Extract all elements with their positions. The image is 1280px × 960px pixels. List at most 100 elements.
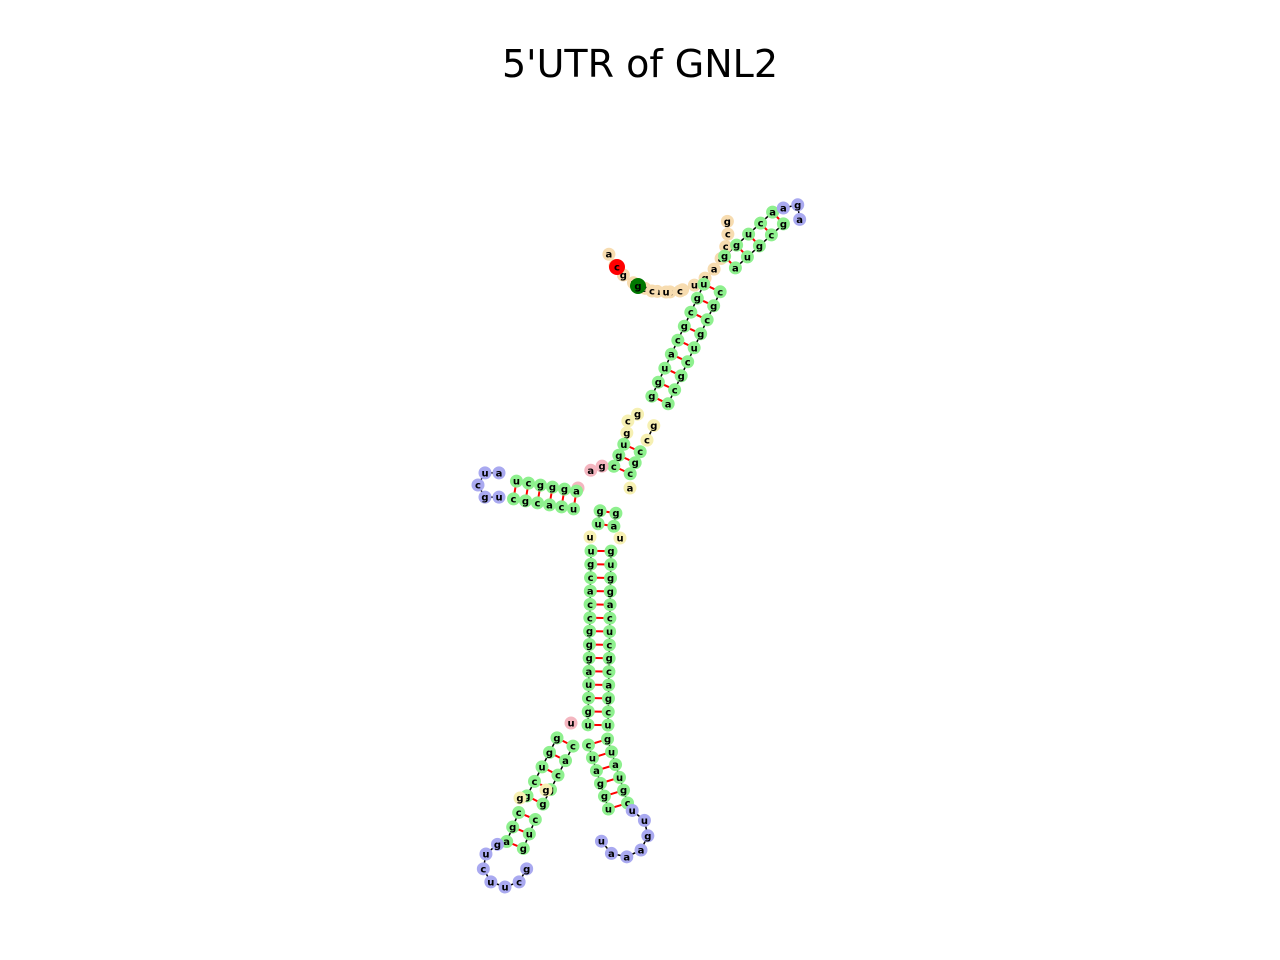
nucleotide: g [707,299,721,313]
nucleotide-dot [719,240,733,254]
nucleotide: u [658,361,672,375]
nucleotide: a [558,754,572,768]
nucleotide-dot [671,333,685,347]
nucleotide-letter: u [598,837,605,848]
nucleotide-letter: a [668,350,675,361]
nucleotide-dot [519,494,533,508]
nucleotide: a [582,664,596,678]
nucleotide-dot [564,716,578,730]
nucleotide: g [543,745,557,759]
nucleotide-letter: c [475,481,481,492]
nucleotide-letter: c [570,742,576,753]
nucleotide: c [555,500,569,514]
nucleotide-dot [539,783,553,797]
nucleotide-dot [582,678,596,692]
nucleotide-letter: c [611,462,617,473]
nucleotide-letter: c [606,667,612,678]
nucleotide-letter: g [620,271,627,282]
nucleotide-letter: a [607,600,614,611]
nucleotide-letter: g [598,462,605,473]
nucleotide-dot [597,789,611,803]
nucleotide-letter: g [523,791,530,802]
nucleotide-dot [623,481,637,495]
nucleotide-letter: u [691,281,698,292]
nucleotide-letter: u [745,230,752,241]
nucleotide: a [707,262,721,276]
nucleotide-dot [687,278,701,292]
nucleotide-dot [594,834,608,848]
nucleotide-letter: g [655,378,662,389]
nucleotide: u [740,250,754,264]
nucleotide-dot [583,611,597,625]
nucleotide-dot [791,198,805,212]
nucleotide: c [601,705,615,719]
nucleotide-dot [621,414,635,428]
nucleotide-dot [536,797,550,811]
nucleotide-dot [612,448,626,462]
nucleotide: g [601,691,615,705]
nucleotide-letter: g [612,509,619,520]
nucleotide-letter: g [650,421,657,432]
nucleotide: g [584,557,598,571]
nucleotide: c [721,227,735,241]
nucleotide: c [512,806,526,820]
nucleotide: u [564,716,578,730]
nucleotide-dot [720,214,734,228]
nucleotide-letter: a [562,756,569,767]
nucleotide-dot [478,490,492,504]
nucleotide: a [661,397,675,411]
nucleotide-dot [602,247,616,261]
nucleotide-letter: g [549,483,556,494]
nucleotide: u [582,678,596,692]
nucleotide: a [602,247,616,261]
nucleotide: c [603,611,617,625]
nucleotide-letter: c [585,740,591,751]
nucleotide-letter: c [511,494,517,505]
nucleotide: u [697,277,711,291]
nucleotide-letter: g [648,392,655,403]
nucleotide-dot [620,426,634,440]
nucleotide-letter: u [661,364,668,375]
nucleotide-dot [490,837,504,851]
nucleotide: g [520,862,534,876]
nucleotide-letter: a [780,204,787,215]
nucleotide-dot [509,474,523,488]
nucleotide-dot [658,361,672,375]
nucleotide-dot [535,760,549,774]
nucleotide-dot [550,731,564,745]
nucleotide: g [490,837,504,851]
nucleotide-dot [661,397,675,411]
nucleotide-letter: c [559,502,565,513]
nucleotide-letter: c [480,864,486,875]
nucleotide: c [512,875,526,889]
nucleotide-dot [551,768,565,782]
nucleotide: g [690,291,704,305]
nucleotide-letter: c [717,287,723,298]
nucleotide: c [633,445,647,459]
nucleotide-dot [601,802,615,816]
nucleotide-dot [633,445,647,459]
nucleotide: g [506,820,520,834]
nucleotide: g [581,704,595,718]
nucleotide: c [471,478,485,492]
nucleotide: c [507,492,521,506]
nucleotide: c [583,611,597,625]
nucleotide: g [593,776,607,790]
nucleotide: u [492,490,506,504]
nucleotide: a [602,678,616,692]
nucleotide-letter: g [678,371,685,382]
nucleotide-letter: g [721,252,728,263]
nucleotide-dot [471,478,485,492]
nucleotide: g [533,478,547,492]
nucleotide-dot [604,571,618,585]
backbone [477,204,801,888]
nucleotide: a [620,850,634,864]
nucleotide: a [766,205,780,219]
nucleotide-dot [793,212,807,226]
nucleotide: a [664,347,678,361]
nucleotide: u [583,530,597,544]
nucleotide-letter: g [585,707,592,718]
nucleotide-letter: c [555,771,561,782]
nucleotide-dot [569,484,583,498]
nucleotide-letter: g [494,840,501,851]
